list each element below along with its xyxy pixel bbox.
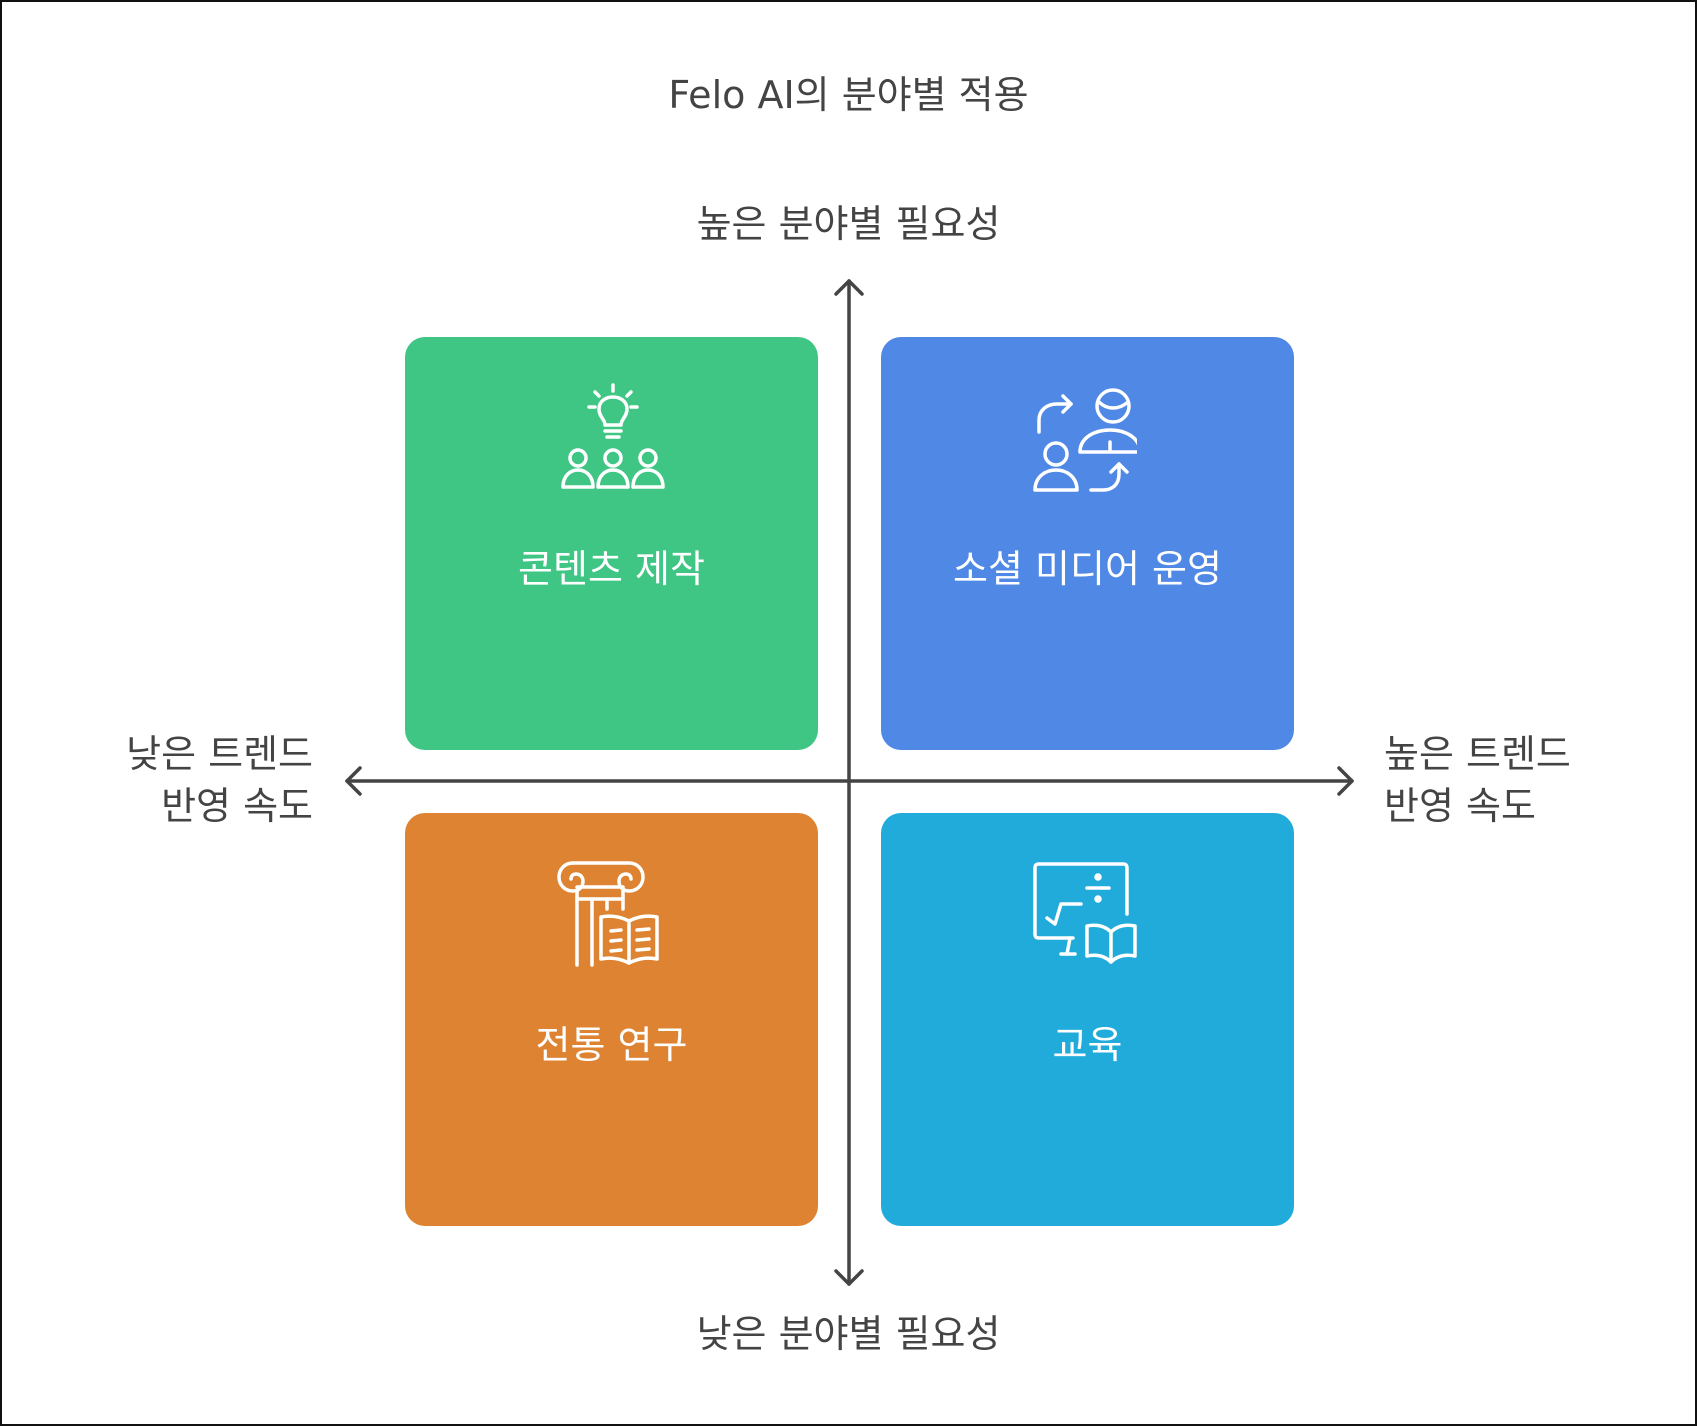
axis-label-low-need: 낮은 분야별 필요성 (696, 1312, 1001, 1356)
column-book-icon (557, 861, 659, 967)
arrow-left-icon (345, 766, 362, 796)
quadrant-label: 전통 연구 (535, 1023, 688, 1067)
board-math-book-icon (1033, 862, 1137, 964)
axis-label-low-trend-line1: 낮은 트렌드 (126, 732, 313, 776)
diagram-title: Felo AI의 분야별 적용 (668, 73, 1029, 117)
axis-label-low-trend-line2: 반영 속도 (161, 784, 313, 828)
quadrant-label: 콘텐츠 제작 (518, 547, 705, 591)
quadrant-traditional-research: 전통 연구 (405, 813, 818, 1226)
lightbulb-people-icon (561, 383, 665, 489)
axis-label-high-trend: 높은 트렌드 반영 속도 (1384, 728, 1571, 832)
axis-label-high-trend-line2: 반영 속도 (1384, 784, 1536, 828)
quadrant-education: 교육 (881, 813, 1294, 1226)
quadrant-social-media: 소셜 미디어 운영 (881, 337, 1294, 750)
quadrant-content-creation: 콘텐츠 제작 (405, 337, 818, 750)
arrow-down-icon (834, 1269, 864, 1286)
arrow-up-icon (834, 279, 864, 296)
quadrant-label: 소셜 미디어 운영 (953, 547, 1222, 591)
quadrant-label: 교육 (1052, 1023, 1123, 1067)
people-exchange-icon (1033, 388, 1137, 492)
arrow-right-icon (1337, 766, 1354, 796)
axis-label-low-trend: 낮은 트렌드 반영 속도 (126, 728, 313, 832)
axis-label-high-need: 높은 분야별 필요성 (696, 202, 1001, 246)
axis-label-high-trend-line1: 높은 트렌드 (1384, 732, 1571, 776)
